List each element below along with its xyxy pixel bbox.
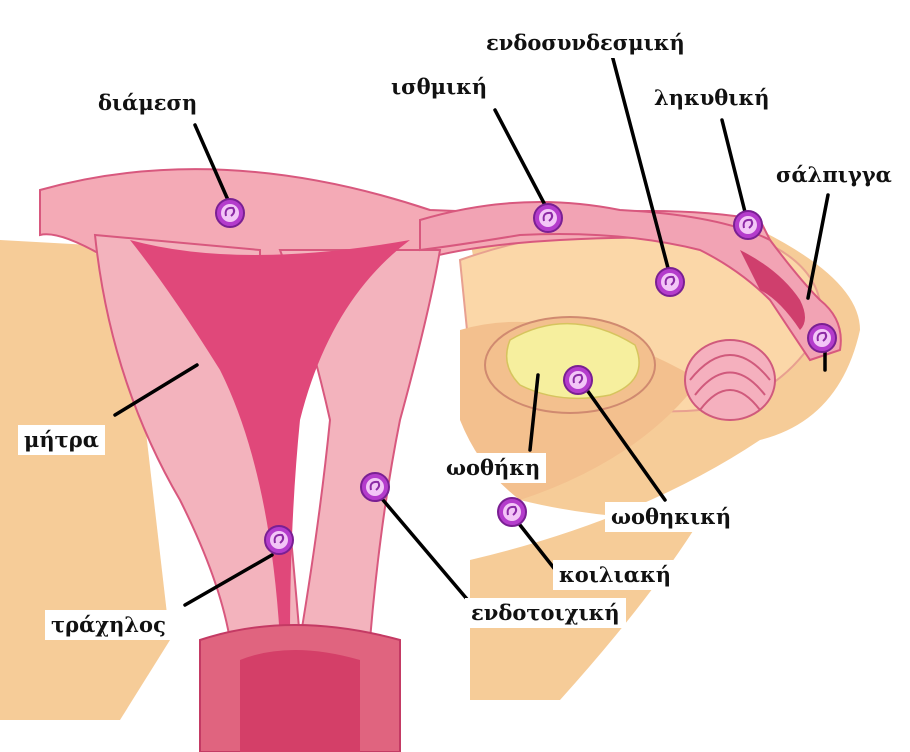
- label-oothikiki: ωοθηκική: [605, 502, 737, 532]
- label-isthmiki: ισθμική: [385, 72, 493, 102]
- label-endosyndesmiki: ενδοσυνδεσμική: [480, 28, 691, 58]
- implant-lykythiki-icon: [734, 211, 762, 239]
- label-lykythiki: ληκυθική: [648, 83, 775, 113]
- implant-salpigga-icon: [808, 324, 836, 352]
- label-mitra: μήτρα: [18, 425, 105, 455]
- label-diamesi: διάμεση: [92, 88, 203, 118]
- implant-isthmiki-icon: [534, 204, 562, 232]
- label-koiliaki: κοιλιακή: [553, 560, 677, 590]
- fimbriae: [685, 340, 775, 420]
- implant-diamesi-icon: [216, 199, 244, 227]
- label-endotoixiki: ενδοτοιχική: [465, 598, 626, 628]
- implant-koiliaki-icon: [498, 498, 526, 526]
- implant-endosyndesmiki-icon: [656, 268, 684, 296]
- vaginal-canal: [240, 650, 360, 752]
- implant-endotoixiki-icon: [361, 473, 389, 501]
- leader-endotoixiki: [383, 500, 472, 605]
- implant-oothikiki-icon: [564, 366, 592, 394]
- leader-isthmiki: [495, 110, 545, 205]
- implant-trachilos-icon: [265, 526, 293, 554]
- label-oothiki: ωοθήκη: [440, 453, 546, 483]
- label-trachilos: τράχηλος: [45, 610, 172, 640]
- label-salpigga: σάλπιγγα: [770, 160, 898, 190]
- leader-lykythiki: [722, 120, 745, 212]
